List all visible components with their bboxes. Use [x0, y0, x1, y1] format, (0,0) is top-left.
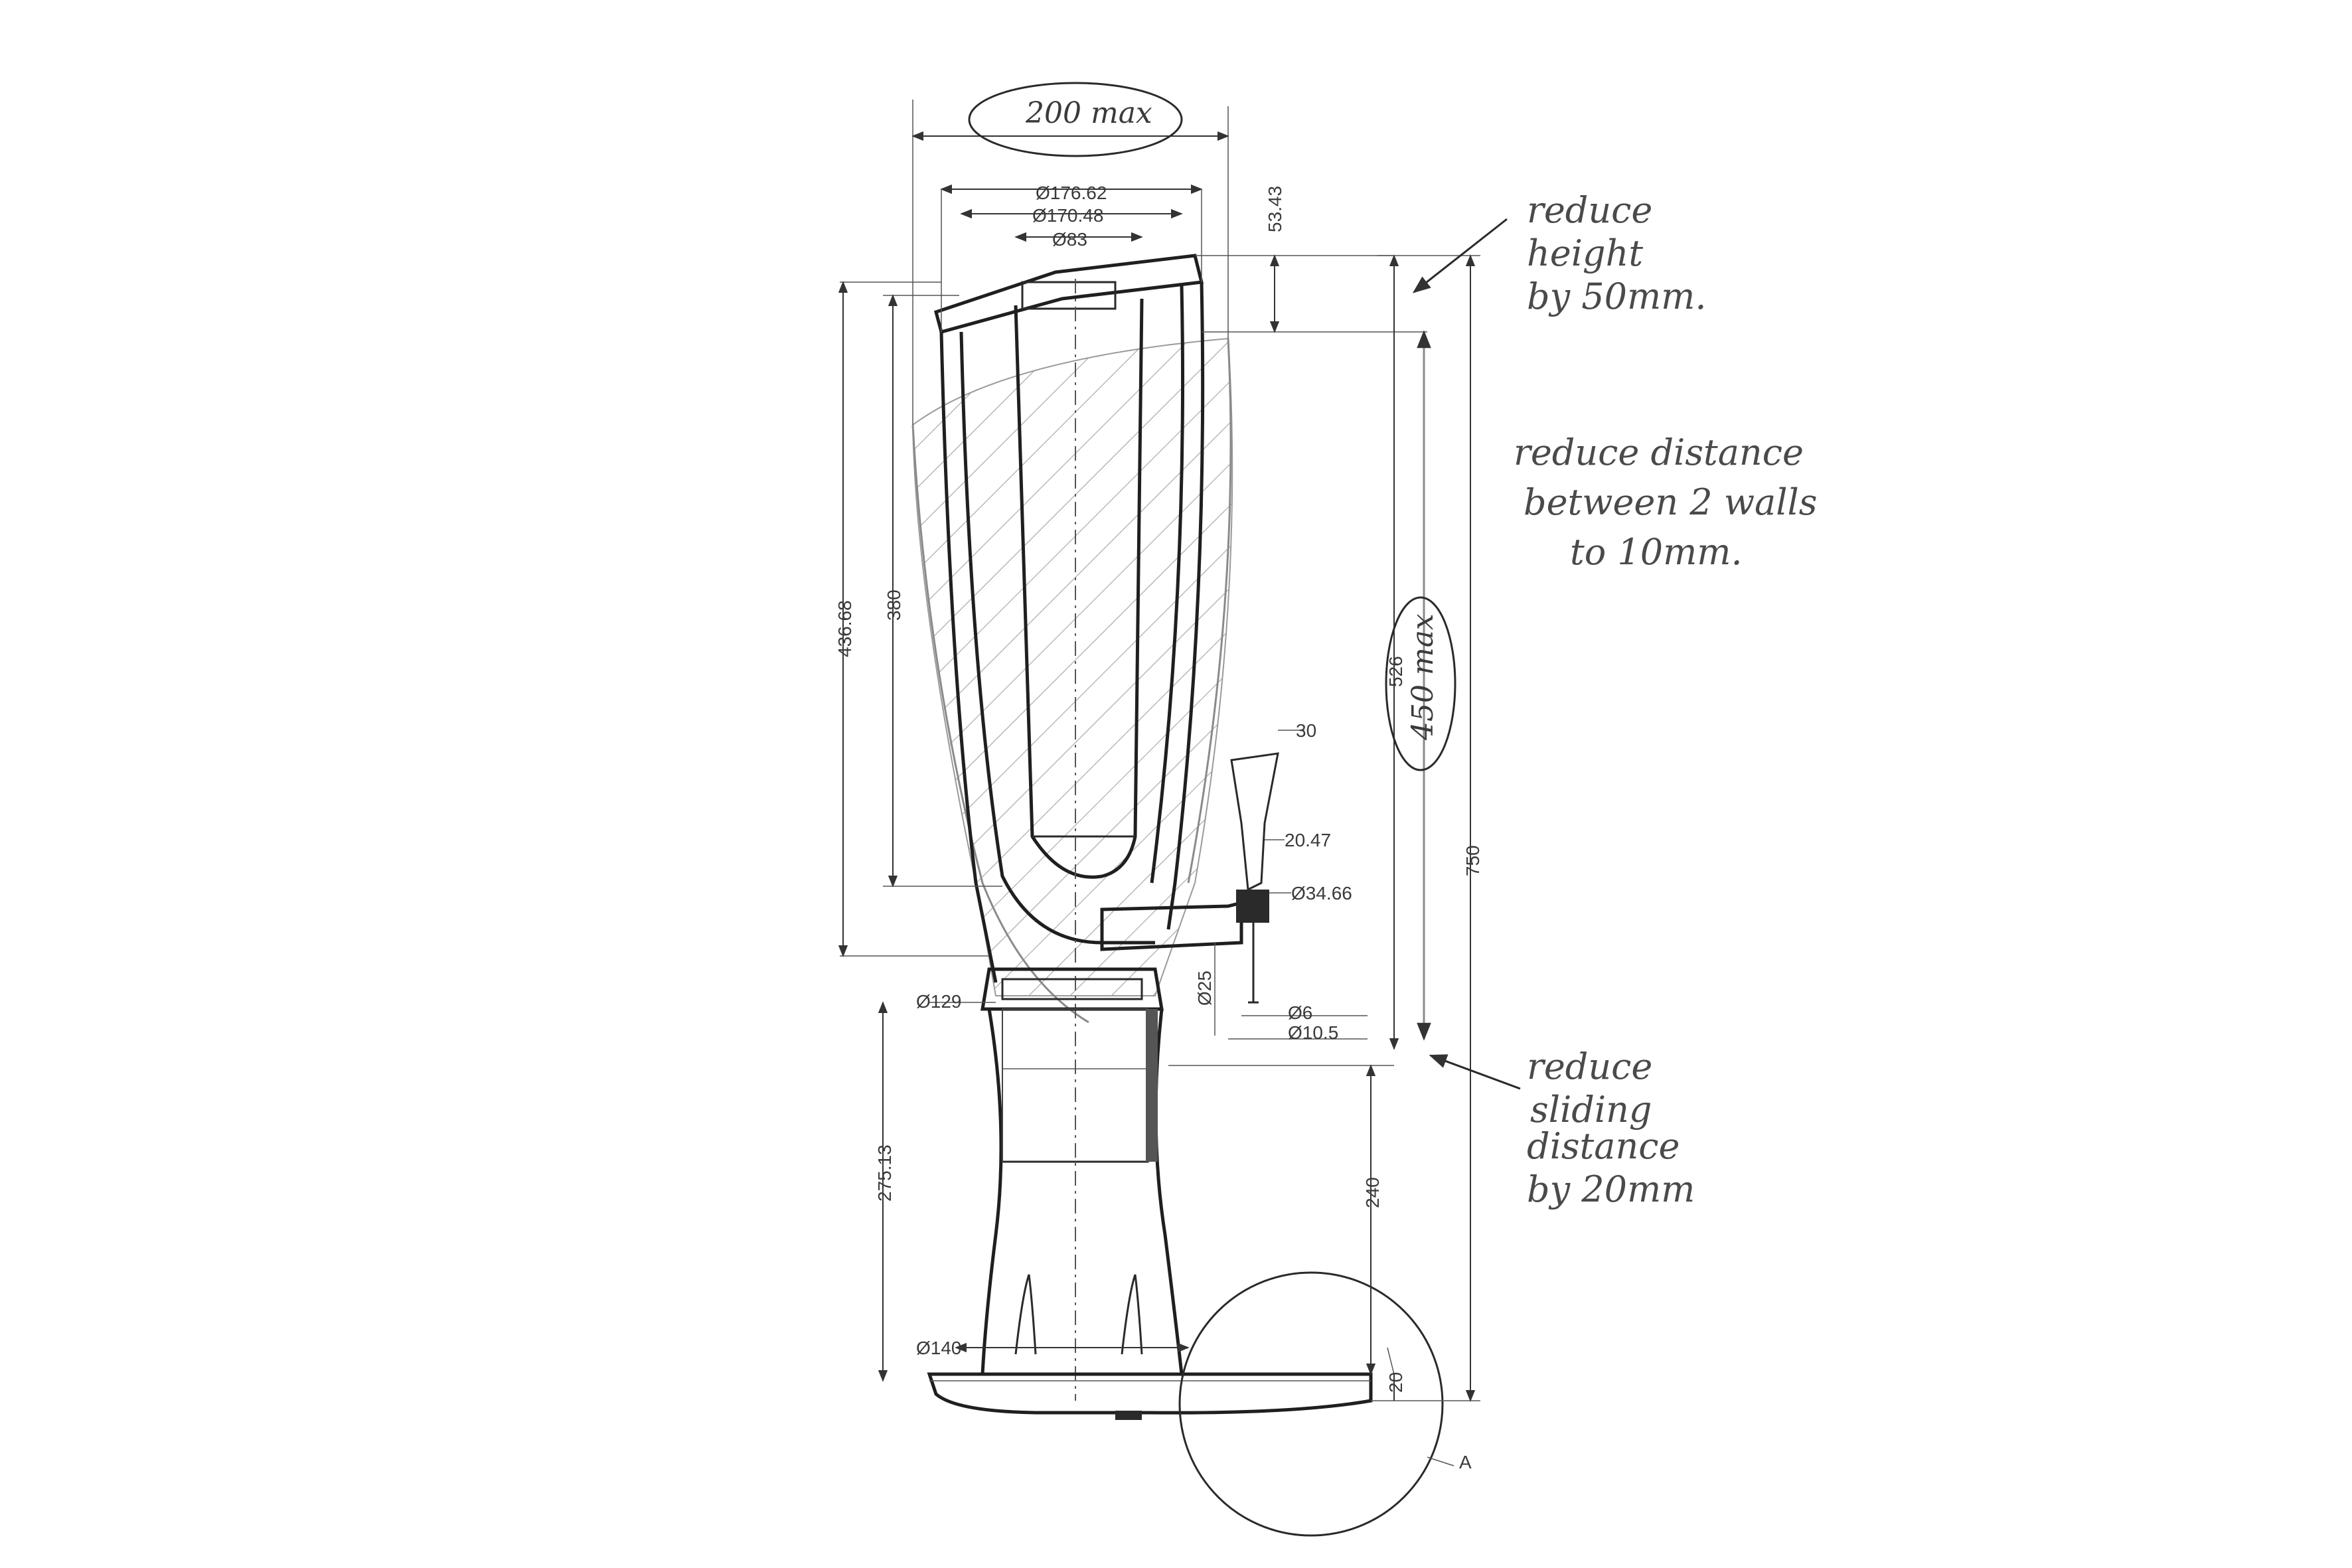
- note-reduce-sliding: reduce sliding distance by 20mm: [1429, 1046, 1695, 1210]
- dim-top-max: 200 max: [1025, 96, 1152, 130]
- tap-valve: [1236, 890, 1269, 923]
- dim-d83: Ø83: [1052, 229, 1087, 250]
- note-reduce-walls: reduce distance between 2 walls to 10mm.: [1514, 431, 1818, 573]
- dim-d6: Ø6: [1288, 1002, 1312, 1023]
- detail-a-label: A: [1459, 1452, 1472, 1472]
- note-sliding-line3: distance: [1527, 1125, 1680, 1167]
- tower-outline: A: [911, 254, 1472, 1537]
- 450-max-oval: [1385, 596, 1456, 771]
- dim-d25: Ø25: [1194, 971, 1215, 1006]
- dim-h275: 275.13: [874, 1144, 895, 1202]
- dim-d129: Ø129: [916, 991, 962, 1012]
- foot-plate: [927, 1372, 1373, 1415]
- detail-circle-a: [1178, 1271, 1444, 1537]
- dim-h240: 240: [1362, 1177, 1383, 1208]
- lid-boss: [1021, 281, 1117, 310]
- dim-d176: Ø176.62: [1036, 183, 1107, 203]
- note-height-line3: by 50mm.: [1527, 275, 1707, 317]
- dim-d34: Ø34.66: [1291, 883, 1352, 903]
- note-height-line1: reduce: [1527, 189, 1652, 231]
- top-max-oval: [968, 82, 1183, 157]
- lid: [933, 254, 1204, 335]
- note-height-line2: height: [1527, 232, 1643, 274]
- note-sliding-line4: by 20mm: [1527, 1168, 1695, 1210]
- note-walls-line1: reduce distance: [1514, 431, 1804, 473]
- dim-t20: 20.47: [1285, 830, 1331, 850]
- foot-label-mark: [1115, 1411, 1142, 1420]
- neck-ring: [1001, 978, 1143, 1000]
- note-sliding-line1: reduce: [1527, 1046, 1652, 1087]
- ice-core: [1014, 298, 1144, 879]
- note-walls-line3: to 10mm.: [1570, 531, 1743, 573]
- dim-h750: 750: [1462, 845, 1483, 876]
- dim-h380: 380: [884, 589, 904, 621]
- dim-h20: 20: [1385, 1372, 1406, 1393]
- note-sliding-line2: sliding: [1530, 1089, 1652, 1131]
- dim-h436: 436.68: [834, 600, 855, 657]
- dim-t30: 30: [1296, 720, 1316, 741]
- outer-wall: [939, 281, 1205, 983]
- dim-d170: Ø170.48: [1032, 205, 1103, 226]
- tap-assembly: [1100, 752, 1279, 1004]
- dim-d10: Ø10.5: [1288, 1022, 1338, 1043]
- dimension-lines: 200 max Ø176.62 Ø170.48 Ø83 53.43 436.68…: [834, 82, 1483, 1402]
- dim-d140: Ø140: [916, 1338, 962, 1358]
- note-reduce-height: reduce height by 50mm.: [1412, 189, 1707, 317]
- reduced-wall-hatch: [911, 337, 1233, 996]
- dim-h53: 53.43: [1265, 186, 1285, 232]
- dim-h526: 526: [1385, 656, 1406, 687]
- inner-wall: [959, 285, 1185, 945]
- sliding-rib: [1146, 1009, 1158, 1162]
- dim-h450max: 450 max: [1406, 613, 1440, 741]
- note-walls-line2: between 2 walls: [1524, 481, 1818, 523]
- tap-handle: [1230, 752, 1279, 892]
